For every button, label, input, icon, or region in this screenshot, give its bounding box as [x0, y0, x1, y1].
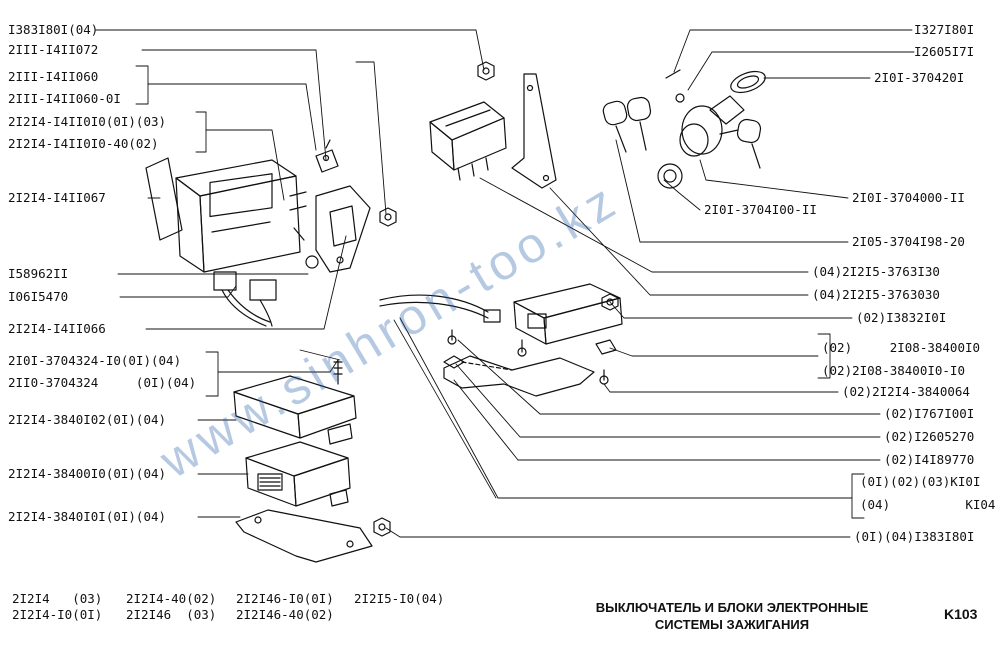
- label-right-6: 2I05-3704I98-20: [852, 234, 965, 249]
- label-left-6: 2I2I4-I4II0I0-40(02): [8, 136, 159, 151]
- tall-bracket: [511, 73, 557, 189]
- label-left-1: I383I80I(04): [8, 22, 99, 37]
- label-right-16: (0I)(02)(03)KI0I: [860, 474, 981, 489]
- label-right-10: (02) 2I08-38400I0: [822, 340, 981, 355]
- ignition-switch: [657, 69, 766, 189]
- label-right-18: (0I)(04)I383I80I: [854, 529, 975, 544]
- mount-plate-right: [443, 329, 609, 397]
- nuts: [373, 61, 619, 537]
- label-left-14: 2I2I4-38400I0(0I)(04): [8, 466, 167, 481]
- label-right-11: (02)2I08-38400I0-I0: [822, 363, 965, 378]
- base-plate: [235, 509, 373, 563]
- ecu-cover: [233, 375, 357, 445]
- label-right-17: (04) KI04: [860, 497, 996, 512]
- label-left-13: 2I2I4-3840I02(0I)(04): [8, 412, 167, 427]
- label-left-7: 2I2I4-I4II067: [8, 190, 106, 205]
- legend-item-1: 2I2I4 (03): [12, 591, 103, 606]
- leader-lines-left: [95, 29, 485, 518]
- label-left-3: 2III-I4II060: [8, 69, 99, 84]
- label-right-9: (02)I3832I0I: [856, 310, 947, 325]
- label-right-8: (04)2I2I5-3763030: [812, 287, 940, 302]
- mount-bracket-left: [305, 185, 371, 273]
- label-right-13: (02)I767I00I: [884, 406, 975, 421]
- label-left-4: 2III-I4II060-0I: [8, 91, 121, 106]
- label-right-15: (02)I4I89770: [884, 452, 975, 467]
- label-left-11: 2I0I-3704324-I0(0I)(04): [8, 353, 182, 368]
- label-left-9: I06I5470: [8, 289, 69, 304]
- ecu-lower: [245, 441, 351, 507]
- label-right-4: 2I0I-3704000-II: [852, 190, 965, 205]
- leader-lines-right: [385, 29, 915, 538]
- screw: [333, 359, 343, 385]
- label-left-5: 2I2I4-I4II0I0(0I)(03): [8, 114, 167, 129]
- spring-clip: [315, 139, 339, 173]
- legend-item-7: 2I2I5-I0(04): [354, 591, 445, 606]
- label-left-15: 2I2I4-3840I0I(0I)(04): [8, 509, 167, 524]
- label-right-7: (04)2I2I5-3763I30: [812, 264, 940, 279]
- ecu-right: [379, 283, 623, 355]
- legend-item-3: 2I2I4-40(02): [126, 591, 217, 606]
- label-left-8: I58962II: [8, 266, 69, 281]
- legend-item-5: 2I2I46-I0(0I): [236, 591, 334, 606]
- legend-item-6: 2I2I46-40(02): [236, 607, 334, 622]
- ecu-left: [145, 157, 307, 273]
- page-code: K103: [944, 606, 978, 622]
- label-right-2: I2605I7I: [914, 44, 975, 59]
- wire-harness: [213, 271, 277, 327]
- legend-item-2: 2I2I4-I0(0I): [12, 607, 103, 622]
- relay-block: [429, 101, 507, 181]
- label-left-12: 2II0-3704324 (0I)(04): [8, 375, 197, 390]
- guide-lines: [299, 319, 497, 499]
- label-right-5: 2I0I-3704I00-II: [704, 202, 817, 217]
- legend-item-4: 2I2I46 (03): [126, 607, 217, 622]
- sheet-title-line-1: ВЫКЛЮЧАТЕЛЬ И БЛОКИ ЭЛЕКТРОННЫЕ: [595, 600, 869, 615]
- label-right-1: I327I80I: [914, 22, 975, 37]
- label-left-10: 2I2I4-I4II066: [8, 321, 106, 336]
- label-right-3: 2I0I-370420I: [874, 70, 965, 85]
- keys: [602, 96, 762, 169]
- label-right-12: (02)2I2I4-3840064: [842, 384, 970, 399]
- sheet-title-line-2: СИСТЕМЫ ЗАЖИГАНИЯ: [654, 617, 810, 632]
- label-left-2: 2III-I4II072: [8, 42, 99, 57]
- label-right-14: (02)I2605270: [884, 429, 975, 444]
